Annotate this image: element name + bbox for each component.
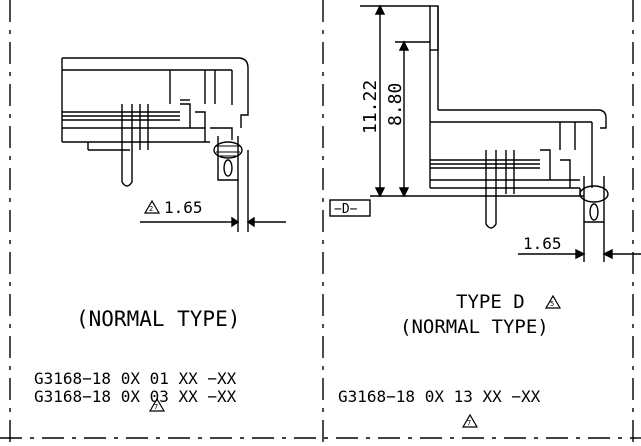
right-dimension-lines [329,4,641,262]
right-pins [485,150,609,229]
left-panel-text: 1.65 2 (NORMAL TYPE) G3168−18 0X 01 XX −… [34,198,240,411]
left-part-number-1: G3168−18 0X 01 XX −XX [34,369,237,388]
left-dimension-triangle [143,199,161,214]
left-type-label: (NORMAL TYPE) [76,307,240,331]
right-connector-outline [429,5,607,196]
left-dimension-lines [140,150,286,232]
left-pins [121,99,243,187]
right-dimension-value: 1.65 [523,234,562,253]
right-type-marker: 5 [550,300,554,308]
right-type-label: TYPE D [456,291,525,313]
right-revision-marker: 7 [467,419,471,427]
right-height-outer: 11.22 [360,80,381,134]
left-revision-triangle [148,397,166,412]
left-dimension-marker: 2 [149,205,153,213]
right-revision-triangle [461,413,479,428]
right-type-sublabel: (NORMAL TYPE) [400,316,549,338]
right-type-triangle [544,294,562,309]
left-connector-outline [61,57,249,151]
right-part-number-1: G3168−18 0X 13 XX −XX [338,387,541,406]
triangle-markers [143,199,562,428]
right-height-inner: 8.80 [385,83,406,126]
left-revision-marker: 7 [154,403,158,411]
right-datum-label: −D− [334,202,358,217]
left-dimension-value: 1.65 [164,198,203,217]
datum-box [329,199,371,217]
right-panel-text: 11.22 8.80 −D− 1.65 TYPE D 5 (NORMAL TYP… [334,80,562,427]
left-part-number-2: G3168−18 0X 03 XX −XX [34,387,237,406]
